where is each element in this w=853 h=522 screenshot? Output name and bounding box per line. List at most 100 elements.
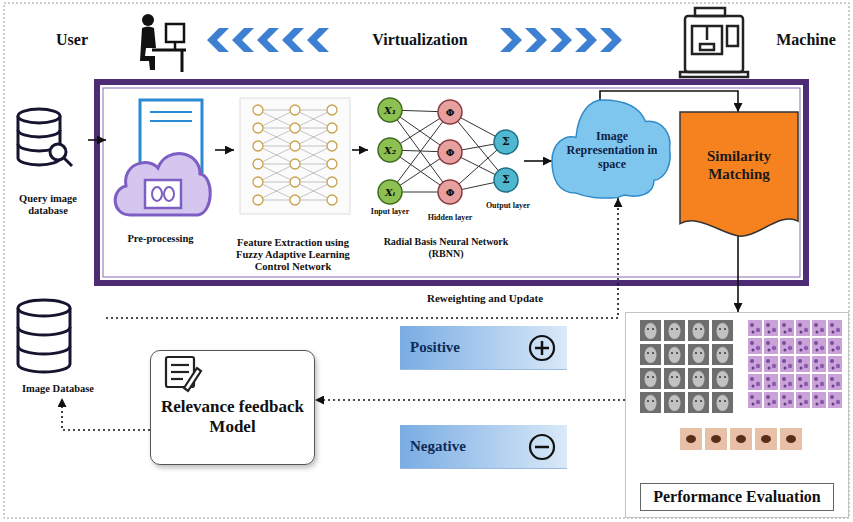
scroll-node: Similarity Matching [680,112,798,236]
chevron [282,28,304,52]
input-neuron [378,98,402,122]
right-chevrons [500,28,622,52]
hidden-neuron [438,100,462,124]
chevron [600,28,622,52]
layer-label: Output layer [486,202,530,211]
neuron-label: Φ [446,107,455,118]
cylinder-band [18,346,70,354]
network-unit [253,123,263,133]
machine-base [680,72,748,77]
network-links [258,110,332,200]
chevron [500,28,522,52]
node-text: Positive [410,339,460,356]
image-database-icon [18,300,70,372]
machine-top [695,8,725,16]
document-line [150,111,192,113]
magnifier-lens [50,144,66,160]
feedback-connector [315,399,625,401]
node-text: Feature Extraction using Fuzzy Adaptive … [234,237,352,273]
skin-lesion-images [680,428,802,450]
output-neuron [494,130,518,154]
process-node: Feature Extraction using Fuzzy Adaptive … [234,96,352,276]
network-node: Radial Basis Neural Network (RBNN) [368,95,524,262]
network-unit [327,159,337,169]
neuron-label: Σ [502,174,510,186]
notepad-icon [166,357,201,391]
network-unit [290,159,300,169]
desk-leg [181,50,184,72]
neuron-label: X₂ [384,145,396,156]
chevron [307,28,329,52]
symbol-bar [535,446,549,449]
chevron [232,28,254,52]
node-text: Pre-processing [127,233,193,245]
node-text: Image Database [22,383,94,395]
neuron-label: Σ [502,136,510,148]
actor-label: Machine [776,31,836,49]
symbol-ring [530,336,554,360]
cloud-node: Image Representation in space [552,100,672,198]
rbnn-figure [378,98,518,204]
user-head [142,14,154,26]
pipeline-frame-inner [103,88,800,277]
network-unit [327,177,337,187]
output-neuron [494,168,518,192]
node-text: Negative [410,438,466,455]
process-node: Pre-processing [106,96,215,248]
network-unit [253,159,263,169]
network-unit [327,105,337,115]
monitor [166,24,184,42]
chevron [257,28,279,52]
layer-label: Hidden layer [428,214,473,223]
node-text: Query image database [8,193,88,217]
query-database-icon [18,109,72,166]
process-box: Relevance feedback Model [150,350,315,465]
neuron-label: X₁ [384,105,396,116]
network-unit [290,195,300,205]
cylinder-body [18,308,70,372]
user-body [140,27,156,71]
flow-connector [737,236,739,312]
feedback-connector [62,398,150,430]
flow-connector [524,160,552,162]
node-text: Image Representation in space [566,130,658,171]
result-thumbnails [640,320,842,450]
node-shape [680,112,798,236]
network-unit [290,141,300,151]
results-panel: Performance Evaluation [625,312,849,518]
network-unit [253,195,263,205]
neuron-label: Φ [446,187,455,198]
chevron [550,28,572,52]
network-unit [290,123,300,133]
picture-shape [164,187,174,201]
input-neuron [378,138,402,162]
network-unit [253,105,263,115]
neuron-label: Xᵢ [385,187,395,198]
machine-table [700,44,714,50]
hidden-neuron [438,180,462,204]
notepad-line [171,364,189,366]
machine-spindle [706,26,709,40]
network-unit [253,141,263,151]
face-images [640,320,733,413]
node-text: Performance Evaluation [640,483,834,511]
layer-label: Input layer [371,208,409,217]
network-unit [290,177,300,187]
network-unit [290,105,300,115]
notepad-line [171,371,189,373]
actor-label: User [56,31,88,49]
feedback-connector [106,198,618,318]
node-text: Similarity Matching [690,147,788,183]
machine-panel [727,26,738,46]
flow-connector [88,139,106,141]
database-node: Image Database [10,296,106,398]
fuzzy-network-figure [240,98,350,214]
magnifier-handle [64,158,72,166]
cylinder-top [18,300,70,316]
input-neuron [378,180,402,204]
histology-images [748,320,842,408]
edge-label: Reweighting and Update [424,292,546,304]
preprocessing-icon [115,100,210,215]
figure-ground [240,98,350,214]
